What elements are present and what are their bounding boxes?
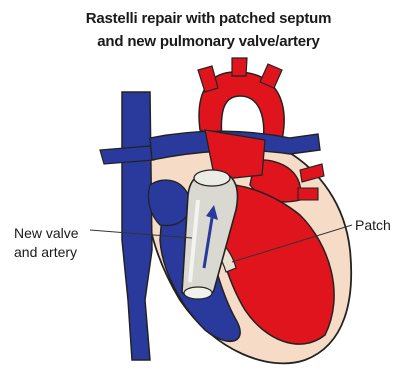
new-valve-label-line-2: and artery [14, 243, 79, 262]
pulmonary-vein-2 [298, 188, 318, 200]
conduit-bottom-opening [184, 287, 212, 299]
new-valve-label: New valve and artery [14, 224, 79, 262]
aortic-branch-2 [232, 58, 247, 76]
aortic-branch-1 [198, 66, 218, 92]
new-valve-label-line-1: New valve [14, 224, 79, 243]
patch-label: Patch [355, 216, 391, 235]
superior-vena-cava [122, 92, 152, 360]
conduit-top-opening [194, 170, 230, 186]
